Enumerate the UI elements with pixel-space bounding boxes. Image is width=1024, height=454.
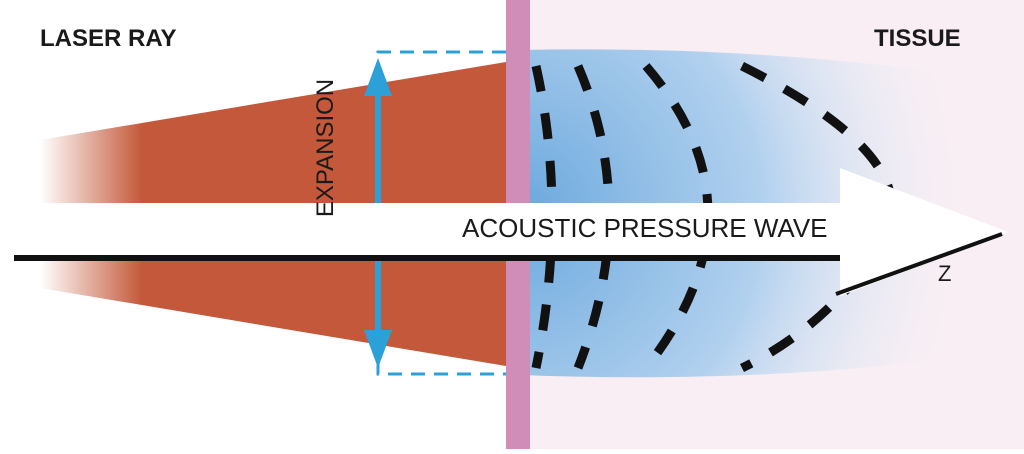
expansion-arrow-up-icon xyxy=(364,58,392,96)
acoustic-pressure-wave-arrow xyxy=(0,168,1008,296)
expansion-label: EXPANSION xyxy=(312,78,339,218)
z-axis-line xyxy=(835,232,1003,296)
z-axis-label: Z xyxy=(938,261,952,286)
tissue-label: TISSUE xyxy=(874,25,961,52)
acoustic-pressure-wave-label: ACOUSTIC PRESSURE WAVE xyxy=(462,213,828,243)
expansion-arrow-down-icon xyxy=(364,330,392,368)
laser-ray-label: LASER RAY xyxy=(40,25,177,52)
